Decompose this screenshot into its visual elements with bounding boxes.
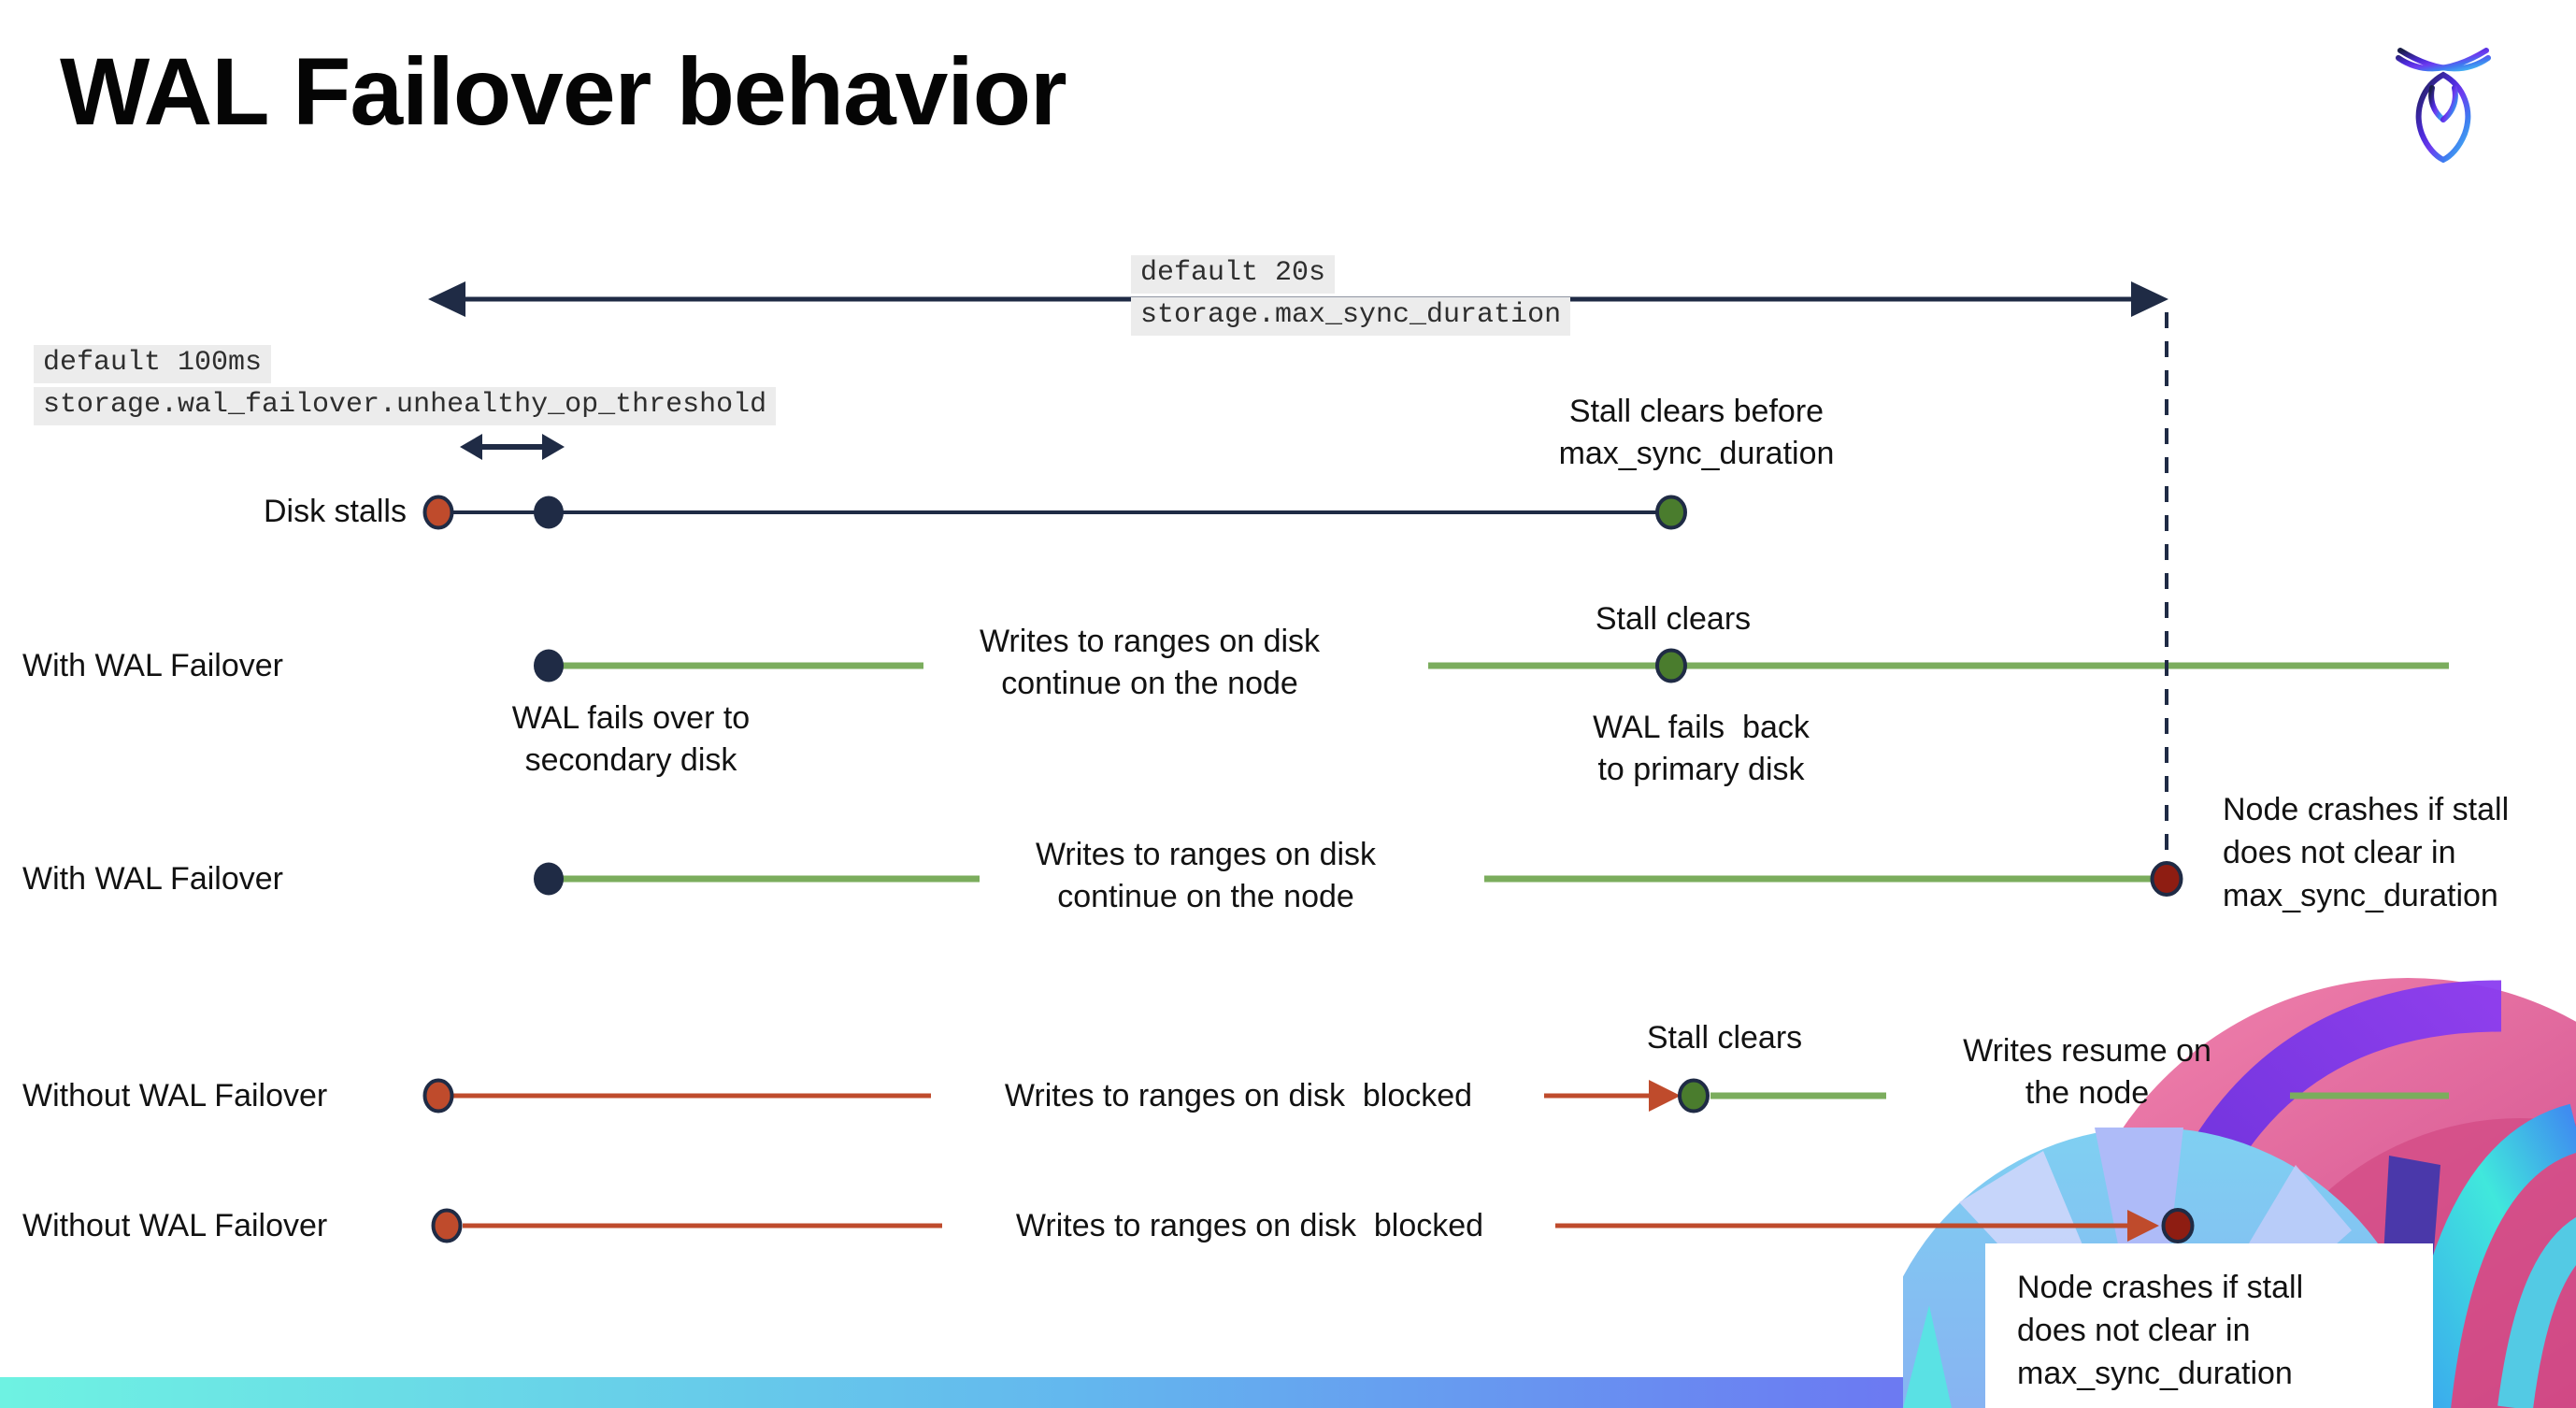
row1-stall-start-dot [422,495,454,530]
teal-arc-shape [2402,1103,2576,1408]
row5-stall-start-dot [431,1208,463,1243]
row3-gap-text: Writes to ranges on disk continue on the… [1035,837,1377,914]
setting-name-label: storage.wal_failover.unhealthy_op_thresh… [34,387,777,425]
row3-failover-dot [534,862,564,896]
row2-failover-note: WAL fails over to secondary disk [511,700,751,778]
row5-crash-dot [2161,1208,2195,1243]
row2-stall-clears-dot [1655,648,1687,683]
row3-crash-dot [2150,861,2183,897]
row2-failover-dot [534,649,564,682]
row4-stall-clear-arrow [1544,1080,1681,1112]
row5-crash-arrow [1555,1210,2159,1242]
row2-failback-note: WAL fails back to primary disk [1593,710,1810,787]
unhealthy-threshold-arrow [460,434,565,460]
row4-stall-clears-dot [1678,1078,1710,1113]
teal-arc-small-shape [2497,1216,2576,1408]
row4-resume-note: Writes resume on the node [1963,1033,2211,1111]
row2-stall-clears-label: Stall clears [1595,601,1752,637]
max-sync-duration-label: default 20s storage.max_sync_duration [1131,255,1571,339]
row1-stall-clears-note: Stall clears before max_sync_duration [1558,394,1835,471]
default-value-label: default 100ms [34,345,272,383]
default-value-label: default 20s [1131,255,1336,294]
row2-label: With WAL Failover [22,648,283,683]
page-title: WAL Failover behavior [60,38,1067,145]
row5-crash-note: Node crashes if stall does not clear in … [2017,1270,2304,1391]
row3-crash-note: Node crashes if stall does not clear in … [2223,792,2510,913]
row1-stall-clears-dot [1655,495,1687,530]
row3-label: With WAL Failover [22,861,283,897]
row5-gap-text: Writes to ranges on disk blocked [1015,1208,1484,1243]
cockroachdb-logo-icon [2396,48,2491,163]
unhealthy-op-threshold-label: default 100ms storage.wal_failover.unhea… [34,345,777,429]
row5-label: Without WAL Failover [22,1208,328,1243]
row1-label: Disk stalls [263,494,407,529]
row4-label: Without WAL Failover [22,1078,328,1113]
row4-stall-start-dot [422,1078,454,1113]
row4-gap-text: Writes to ranges on disk blocked [1004,1078,1473,1113]
row4-stall-clears-label: Stall clears [1646,1020,1803,1056]
setting-name-label: storage.max_sync_duration [1131,297,1571,336]
row5-crash-note-box: Node crashes if stall does not clear in … [1985,1243,2433,1408]
cyan-sliver-shape [1903,1305,1952,1408]
row1-threshold-dot [534,496,564,529]
row2-gap-text: Writes to ranges on disk continue on the… [979,624,1321,701]
